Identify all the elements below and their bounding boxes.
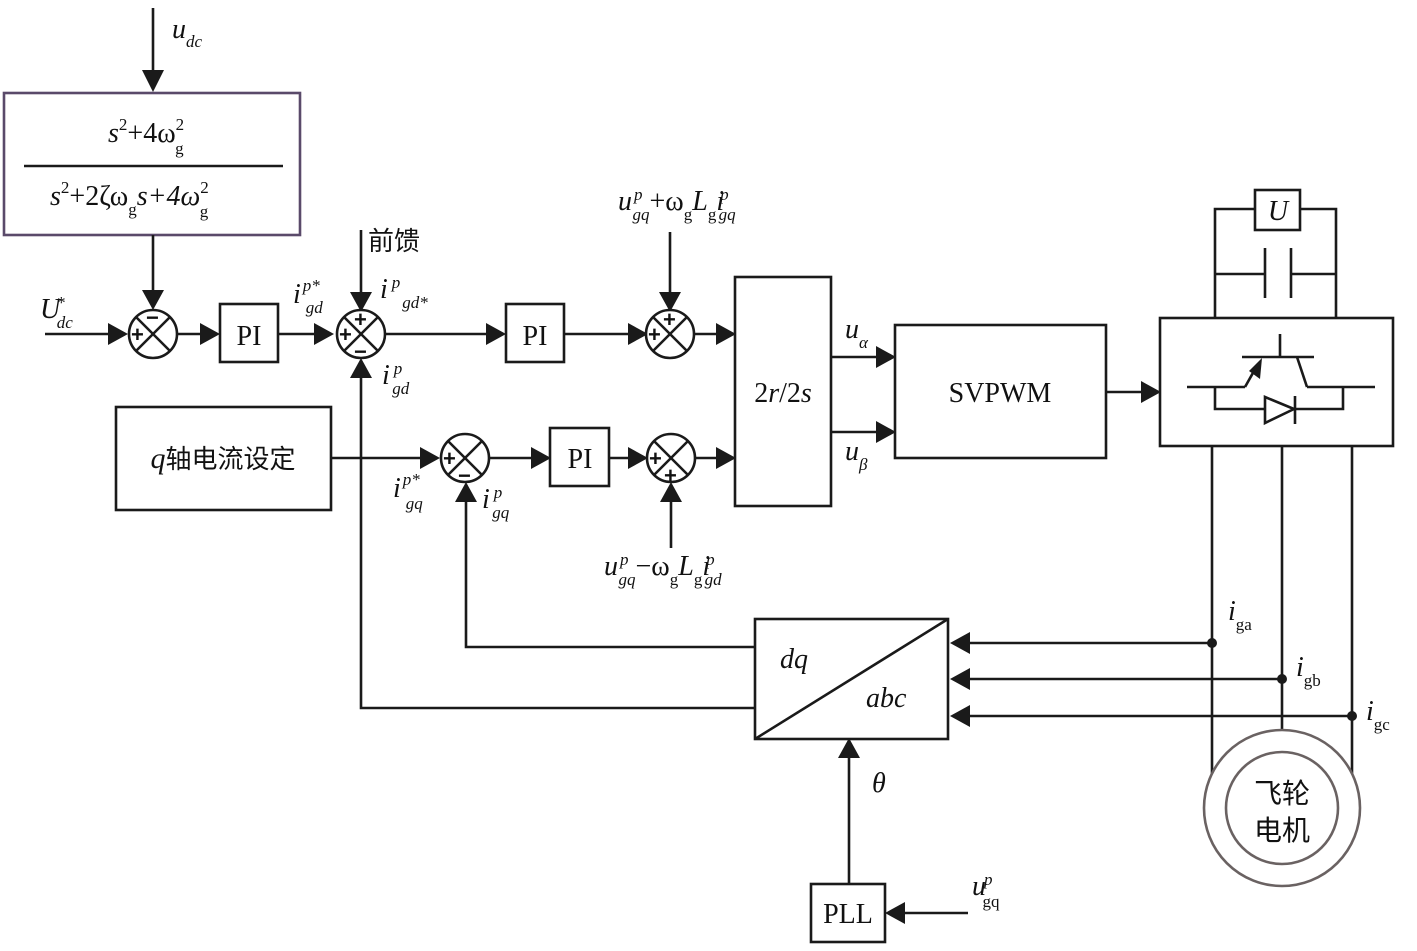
arrow-head (950, 632, 970, 654)
abc-label: abc (866, 683, 907, 714)
igc-node (1347, 711, 1357, 721)
sign-minus: − (146, 305, 159, 330)
arrow-head (876, 421, 896, 443)
pi-voltage-block (218, 302, 280, 364)
iga-node (1207, 638, 1217, 648)
sign-plus: + (443, 446, 456, 471)
motor-label-line2: 电机 (1254, 814, 1310, 847)
igbt-arrow (1249, 358, 1262, 379)
dq-label: dq (780, 644, 808, 675)
transform-2r2s-label: 2r/2s (754, 378, 812, 409)
sign-minus: − (458, 463, 471, 488)
arrow-head (350, 358, 372, 378)
svpwm-label: SVPWM (949, 378, 1052, 409)
arrow-head (142, 290, 164, 310)
summing-junction-q-decouple: + + (645, 432, 697, 488)
arrow-head (314, 323, 334, 345)
udc-ref-label: U*dc (40, 293, 73, 332)
arrow-head (716, 323, 736, 345)
arrow-head (142, 70, 164, 92)
sign-plus: + (354, 307, 367, 332)
u-beta-label: uβ (845, 436, 868, 474)
arrow-head (531, 447, 551, 469)
igb-label: igb (1296, 652, 1321, 690)
igd-feedback-line (359, 372, 755, 710)
igb-node (1277, 674, 1287, 684)
arrow-head (350, 292, 372, 312)
igbt-collector (1295, 356, 1309, 388)
arrow-head (659, 292, 681, 312)
pi-q-current-label: PI (568, 444, 593, 475)
igc-label: igc (1366, 696, 1390, 734)
summing-junction-q-current: + − (439, 432, 491, 488)
feedforward-label: 前馈 (368, 227, 420, 257)
arrow-head (628, 447, 648, 469)
svpwm-block (893, 323, 1108, 460)
arrow-head (876, 346, 896, 368)
dc-source-box (1253, 188, 1302, 232)
arrow-head (1141, 381, 1161, 403)
dc-link: U (1213, 188, 1338, 318)
sign-plus: + (663, 307, 676, 332)
arrow-head (486, 323, 506, 345)
inverter-block (1158, 316, 1395, 448)
diode-icon (1263, 395, 1298, 426)
motor-inner-ring (1224, 750, 1340, 866)
arrow-head (716, 447, 736, 469)
arrow-head (628, 323, 648, 345)
iga-label: iga (1228, 596, 1252, 634)
transfer-function-box (2, 91, 302, 237)
arrow-head (838, 738, 860, 758)
dc-wire-left (1213, 207, 1255, 318)
arrow-head (420, 447, 440, 469)
arrow-head (200, 323, 220, 345)
u-alpha-label: uα (845, 314, 869, 352)
pi-d-current-label: PI (523, 321, 548, 352)
sign-plus: + (339, 322, 352, 347)
summing-junction-voltage: + − (127, 305, 179, 360)
arrow-head (885, 902, 905, 924)
arrow-head (950, 705, 970, 727)
pi-q-current-block (548, 426, 611, 488)
dc-source-label: U (1268, 196, 1290, 227)
q-current-setpoint-label: q轴电流设定 (150, 442, 295, 475)
sign-plus: + (649, 446, 662, 471)
pi-voltage-label: PI (237, 321, 262, 352)
igq-feedback-line (464, 495, 755, 649)
q-current-setpoint-block (114, 405, 333, 512)
arrow-head (950, 668, 970, 690)
sign-plus: + (664, 463, 677, 488)
dq-abc-divider (754, 617, 949, 741)
arrow-head (660, 482, 682, 502)
sign-plus: + (648, 322, 661, 347)
summing-junction-d-current: + + − (335, 307, 387, 364)
udc-input: udc (142, 8, 203, 92)
dc-wire-right (1300, 207, 1338, 318)
udc-label: udc (172, 14, 203, 51)
flywheel-motor: 飞轮 电机 (1202, 728, 1362, 888)
arrow-head (108, 323, 128, 345)
arrow-head (455, 482, 477, 502)
transform-2r2s-block (733, 275, 833, 508)
theta-label: θ (872, 768, 886, 799)
pll-label: PLL (823, 899, 873, 930)
motor-label-line1: 飞轮 (1254, 777, 1310, 810)
pi-d-current-block (504, 302, 566, 364)
sign-minus: − (354, 339, 367, 364)
summing-junction-d-decouple: + + (644, 307, 696, 360)
sign-plus: + (131, 322, 144, 347)
inverter-box (1158, 316, 1395, 448)
